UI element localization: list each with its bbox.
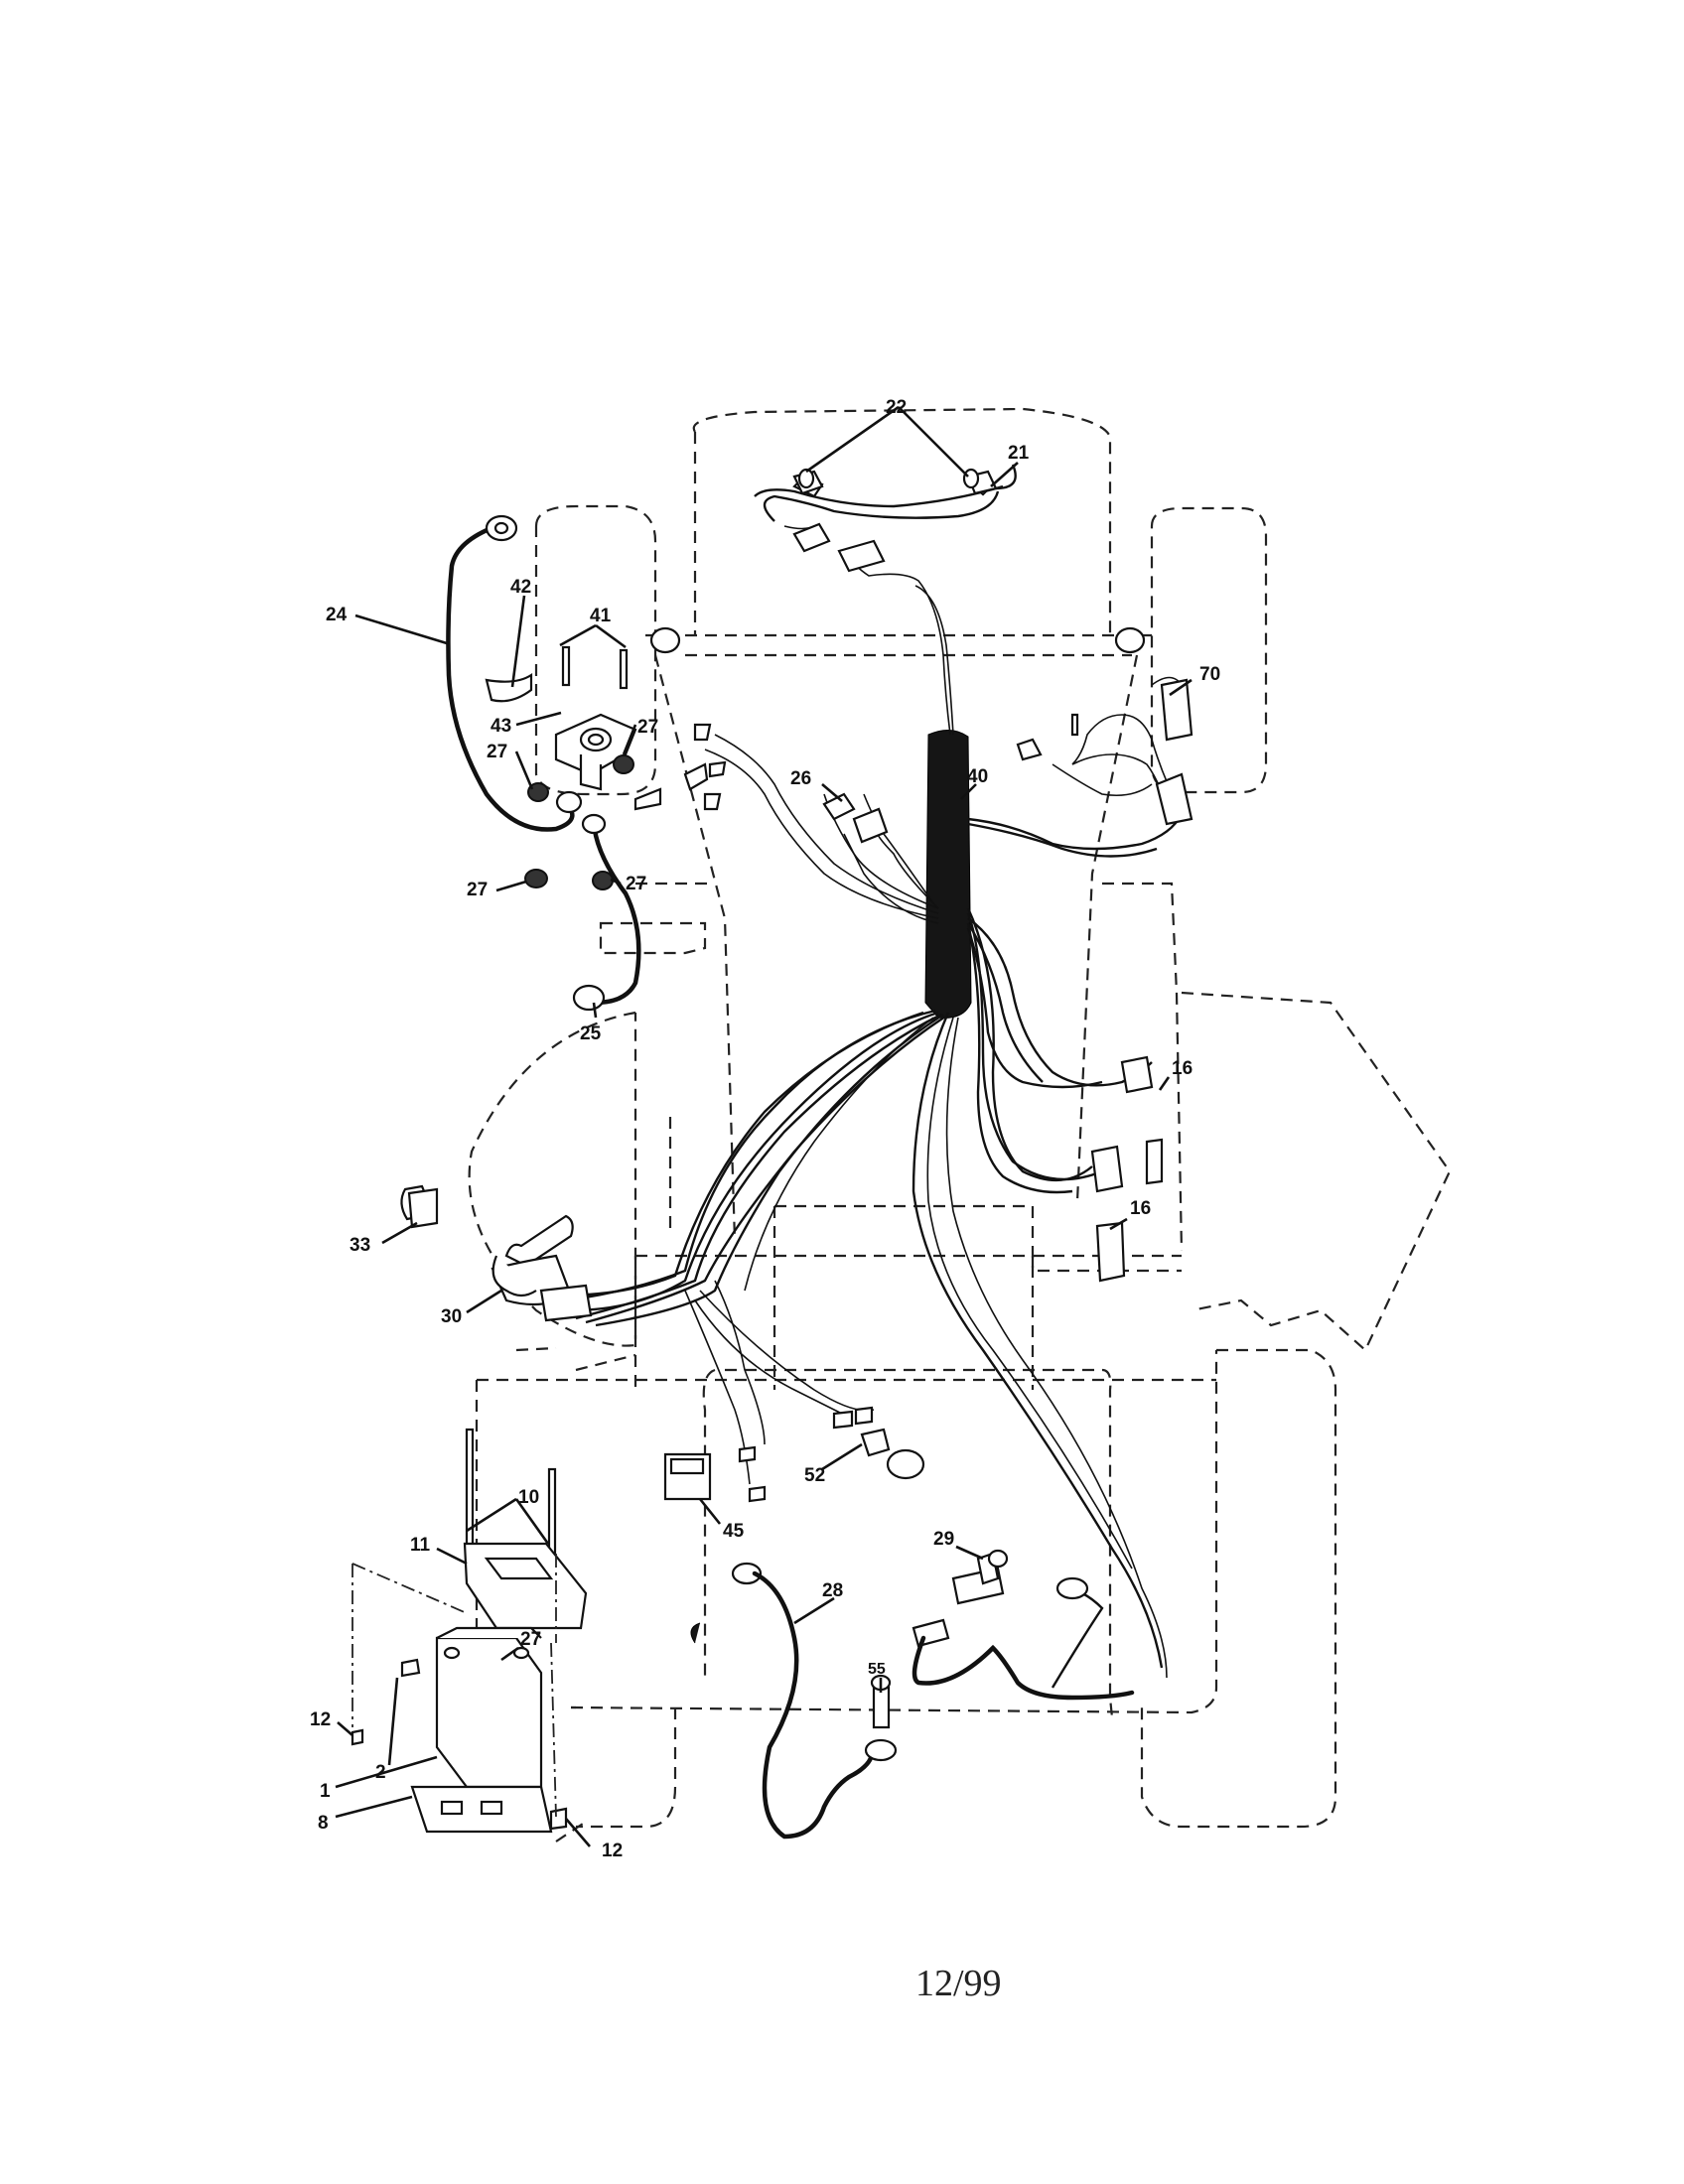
callout-40: 40: [967, 766, 988, 787]
callout-27-c: 27: [467, 880, 488, 900]
callout-27-b: 27: [487, 742, 507, 762]
tractor-outline: [468, 407, 1452, 1843]
callout-10: 10: [518, 1487, 539, 1508]
footer-date: 12/99: [915, 1963, 1002, 2004]
callout-26: 26: [790, 768, 811, 789]
callout-2: 2: [375, 1762, 386, 1783]
callout-29: 29: [933, 1529, 954, 1550]
callout-70: 70: [1199, 664, 1220, 685]
callout-28: 28: [822, 1580, 843, 1601]
harness-wires: [560, 484, 1184, 1689]
leader-lines: [335, 405, 1193, 1847]
callout-21: 21: [1008, 443, 1030, 464]
callout-12-a: 12: [310, 1709, 331, 1730]
callout-27-a: 27: [637, 717, 658, 738]
frame-mounts: [649, 626, 1146, 654]
callout-27-e: 27: [520, 1629, 541, 1650]
solenoid-assembly: [446, 514, 727, 1012]
callout-11: 11: [410, 1535, 431, 1556]
callout-30: 30: [441, 1306, 462, 1327]
callout-52: 52: [804, 1465, 825, 1486]
connectors: [400, 473, 1193, 1840]
callout-24: 24: [326, 605, 348, 625]
callout-16-a: 16: [1172, 1058, 1193, 1079]
callout-25: 25: [580, 1024, 602, 1044]
callout-33: 33: [350, 1235, 370, 1256]
ignition-switch: [407, 1187, 537, 1297]
callout-8: 8: [318, 1813, 329, 1834]
callout-45: 45: [723, 1521, 745, 1542]
callout-labels: 22 21 24 42 41 43 27 27 27 27 27 70 26 4…: [310, 397, 1220, 1861]
callout-1: 1: [320, 1781, 331, 1802]
callout-22: 22: [886, 397, 907, 418]
callout-55: 55: [868, 1661, 886, 1678]
headlight-harness: [792, 464, 1017, 495]
callout-43: 43: [491, 716, 511, 737]
callout-41: 41: [590, 606, 612, 626]
callout-42: 42: [510, 577, 531, 598]
battery-assembly: [351, 1428, 588, 1834]
callout-27-d: 27: [626, 874, 646, 894]
callout-16-b: 16: [1130, 1198, 1151, 1219]
callout-12-b: 12: [602, 1841, 623, 1861]
